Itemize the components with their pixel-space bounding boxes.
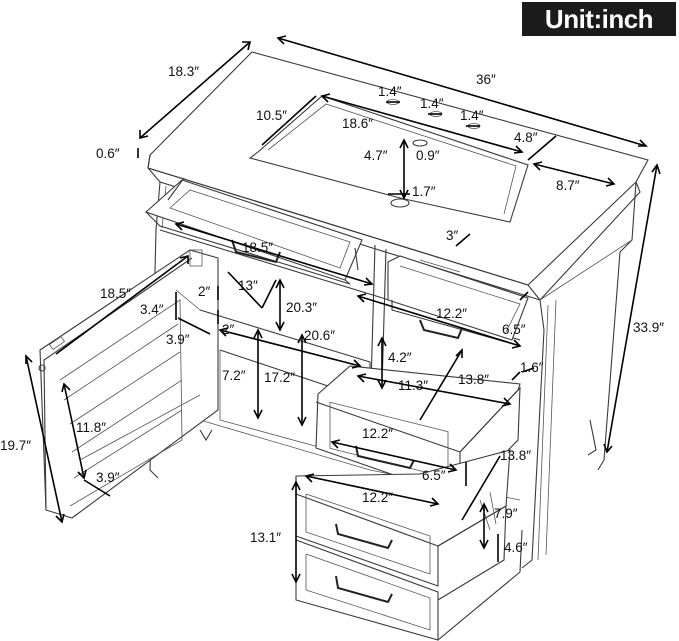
dim-depth-total: 18.3″ [168,64,199,79]
dim-hole-spacing-2: 1.4″ [420,96,444,111]
dim-drawer2-height: 7.9″ [494,506,518,521]
dim-top-thickness: 0.6″ [96,146,120,161]
dim-drawer-inner-depth: 13.8″ [458,372,489,387]
drawer-1[interactable] [315,365,521,501]
dim-hole-spacing-1: 1.4″ [378,84,402,99]
cabinet-right-side [521,181,637,569]
dim-cabinet-inner-height: 20.3″ [286,300,317,315]
dim-basin-depth: 10.5″ [256,108,287,123]
dim-side-gap: 1.6″ [520,360,544,375]
dim-shelf-pocket-height: 3.4″ [140,302,164,317]
dim-small-gap-a: 2″ [198,284,211,299]
dim-height-total: 33.9″ [633,320,664,335]
dim-drawer1-height: 6.5″ [422,468,446,483]
small-top-drawer[interactable] [387,255,529,343]
dim-drawer2-inner: 4.6″ [504,540,528,555]
dim-bottom-drawers-height: 13.1″ [250,530,281,545]
dim-drawer1-depth: 13.8″ [500,448,531,463]
dim-door-shelf-height: 11.8″ [76,420,106,435]
dim-small-gap-b: 2″ [222,322,235,337]
dim-hole-spacing-3: 1.4″ [460,108,484,123]
dim-side-deck: 8.7″ [556,178,580,193]
dim-flip-drawer-width: 18.5″ [242,240,273,255]
dim-small-drawer-height: 6.5″ [502,322,526,337]
dim-cabinet-inner-depth: 20.6″ [304,328,335,343]
dim-drawer1-width: 12.2″ [362,426,393,441]
dim-small-drawer-width: 12.2″ [436,306,467,321]
flip-drawer[interactable] [144,177,363,285]
dim-inner-depth: 13″ [238,278,258,293]
dim-drawer-inner-height: 4.2″ [388,350,412,365]
door-shelves [63,323,201,479]
open-door[interactable] [38,249,219,519]
dim-hole-dia: 0.9″ [416,148,440,163]
dim-door-height-outer: 18.5″ [100,286,131,301]
dim-lower-cabinet-height: 17.2″ [264,370,295,385]
dim-door-height: 19.7″ [0,438,31,453]
dim-faucet-offset: 4.8″ [514,130,538,145]
unit-badge: Unit:inch [522,2,676,36]
dim-drain-dia: 1.7″ [412,184,436,199]
dim-drawer-inner-width: 11.3″ [398,378,428,393]
dim-door-shelf-depth: 3.9″ [96,470,120,485]
dim-basin-gap: 3″ [446,228,459,243]
drawer-3[interactable] [295,529,523,641]
dim-basin-inner: 4.7″ [364,148,388,163]
dimension-lines [25,35,661,584]
dim-shelf-pocket-depth: 3.9″ [166,332,190,347]
dim-basin-width: 18.6″ [342,116,373,131]
dim-width-total: 36″ [476,72,496,87]
dim-drawer2-width: 12.2″ [362,490,393,505]
dim-shelf-gap: 7.2″ [222,368,246,383]
